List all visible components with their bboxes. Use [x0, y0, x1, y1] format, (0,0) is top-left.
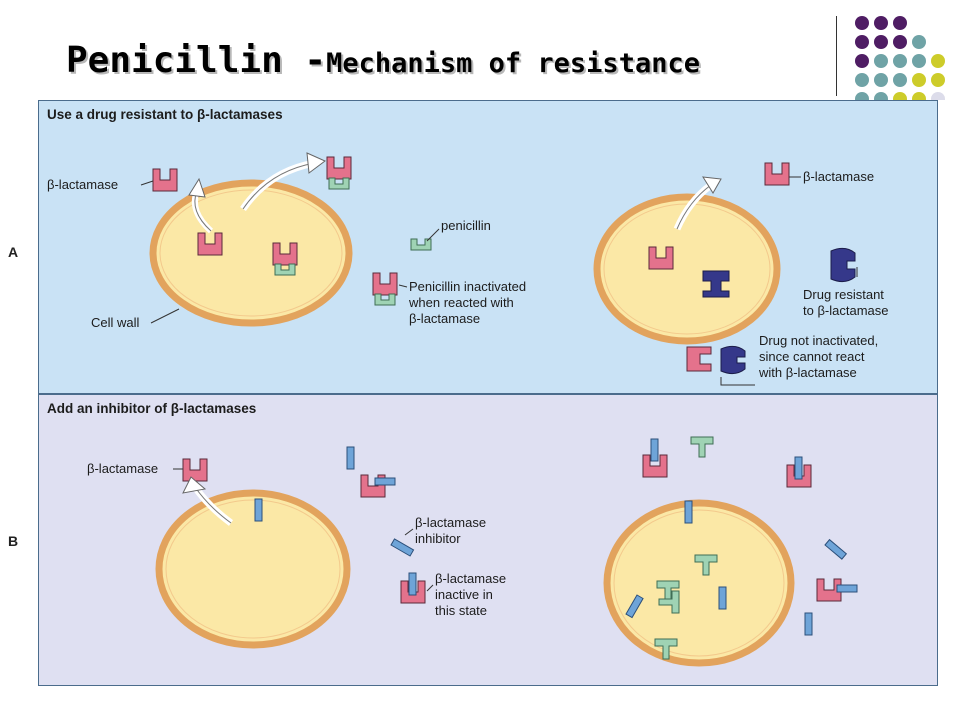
cell-membrane	[159, 189, 343, 317]
inhibitor-shape	[650, 438, 659, 462]
beta-lactamase-shape	[326, 156, 352, 180]
panel-letter-b: B	[8, 533, 19, 549]
resistant-drug-shape	[702, 270, 730, 298]
resistant-drug-shape	[720, 345, 746, 375]
label-penicillin: penicillin	[441, 218, 491, 233]
label-beta-lactamase-right: β-lactamase	[803, 169, 875, 184]
panel-a-heading: Use a drug resistant to β-lactamases	[47, 107, 283, 122]
title-main: Penicillin -	[66, 40, 327, 81]
cell-membrane	[603, 203, 771, 335]
dot	[855, 35, 869, 49]
decorative-dot-grid	[855, 16, 945, 100]
dot	[931, 73, 945, 87]
arrowhead	[182, 476, 207, 494]
dot	[874, 16, 888, 30]
dot	[893, 54, 907, 68]
label-not-inactivated-line2: since cannot react	[759, 349, 865, 364]
inhibitor-shape	[408, 572, 417, 596]
label-inactivated-line2: when reacted with	[409, 295, 514, 310]
dot	[912, 35, 926, 49]
label-inactivated-line1: Penicillin inactivated	[409, 279, 527, 294]
panel-b: Add an inhibitor of β-lactamases	[38, 394, 938, 686]
beta-lactamase-shape	[182, 458, 208, 482]
cell-membrane	[613, 509, 785, 657]
inhibitor-shape	[824, 539, 847, 560]
label-inactive-line3: this state	[435, 603, 488, 618]
label-not-inactivated-line3: with β-lactamase	[759, 365, 857, 380]
label-inhibitor-line1: β-lactamase	[415, 515, 487, 530]
penicillin-shape	[690, 436, 714, 458]
pointer-line	[150, 308, 180, 324]
panel-b-heading: Add an inhibitor of β-lactamases	[47, 401, 257, 416]
dot	[874, 73, 888, 87]
panel-b-diagram	[155, 436, 858, 667]
dot	[912, 92, 926, 100]
export-arrow-outline	[676, 184, 712, 230]
label-inhibitor-line2: inhibitor	[415, 531, 461, 546]
panel-a: Use a drug resistant to β-lactamases	[38, 100, 938, 394]
panel-letter-a: A	[8, 244, 19, 260]
cell-left	[155, 489, 351, 649]
dot	[874, 54, 888, 68]
arrowhead	[188, 177, 206, 198]
label-not-inactivated-line1: Drug not inactivated,	[759, 333, 879, 348]
dot	[931, 54, 945, 68]
dot	[912, 54, 926, 68]
label-resistant-line2: to β-lactamase	[803, 303, 889, 318]
dot	[893, 73, 907, 87]
dot	[874, 92, 888, 100]
inhibitor-shape	[836, 584, 858, 593]
cell-right	[603, 499, 795, 667]
penicillin-shape	[374, 293, 396, 306]
inhibitor-shape	[718, 586, 727, 610]
inhibitor-shape	[804, 612, 813, 636]
pointer-line	[398, 284, 408, 288]
dot	[874, 35, 888, 49]
pointer-line	[140, 180, 154, 186]
dot	[855, 54, 869, 68]
page-title: Penicillin -Mechanism of resistance	[66, 40, 700, 81]
title-divider	[836, 16, 837, 96]
panel-a-diagram	[140, 152, 858, 386]
inhibitor-shape	[346, 446, 355, 470]
inhibitor-shape	[374, 477, 396, 486]
label-beta-lactamase: β-lactamase	[87, 461, 159, 476]
pointer-line	[426, 228, 440, 242]
arrowhead	[306, 152, 326, 174]
penicillin-shape	[328, 177, 350, 190]
label-beta-lactamase-left: β-lactamase	[47, 177, 119, 192]
cell-membrane	[165, 499, 341, 639]
label-inactive-line2: inactive in	[435, 587, 493, 602]
dot	[855, 73, 869, 87]
cell-right	[593, 193, 781, 345]
inhibitor-shape	[390, 538, 415, 557]
inhibitor-shape	[684, 500, 693, 524]
dot	[893, 16, 907, 30]
dot	[855, 16, 869, 30]
dot	[893, 92, 907, 100]
label-inactive-line1: β-lactamase	[435, 571, 507, 586]
label-cell-wall: Cell wall	[91, 315, 140, 330]
dot	[855, 92, 869, 100]
pointer-line	[404, 528, 414, 536]
inhibitor-shape	[794, 456, 803, 480]
arrowhead	[702, 176, 722, 194]
pointer-line	[720, 377, 755, 386]
dot	[912, 73, 926, 87]
dot	[893, 35, 907, 49]
beta-lactamase-shape	[152, 168, 178, 192]
beta-lactamase-shape	[372, 272, 398, 296]
label-resistant-line1: Drug resistant	[803, 287, 884, 302]
title-sub: Mechanism of resistance	[326, 48, 700, 79]
beta-lactamase-shape	[686, 346, 712, 372]
pointer-line	[426, 584, 434, 592]
beta-lactamase-shape	[764, 162, 790, 186]
inhibitor-shape	[254, 498, 263, 522]
resistant-drug-shape	[830, 247, 856, 283]
label-inactivated-line3: β-lactamase	[409, 311, 481, 326]
export-arrow-outline	[242, 162, 316, 210]
dot	[931, 92, 945, 100]
